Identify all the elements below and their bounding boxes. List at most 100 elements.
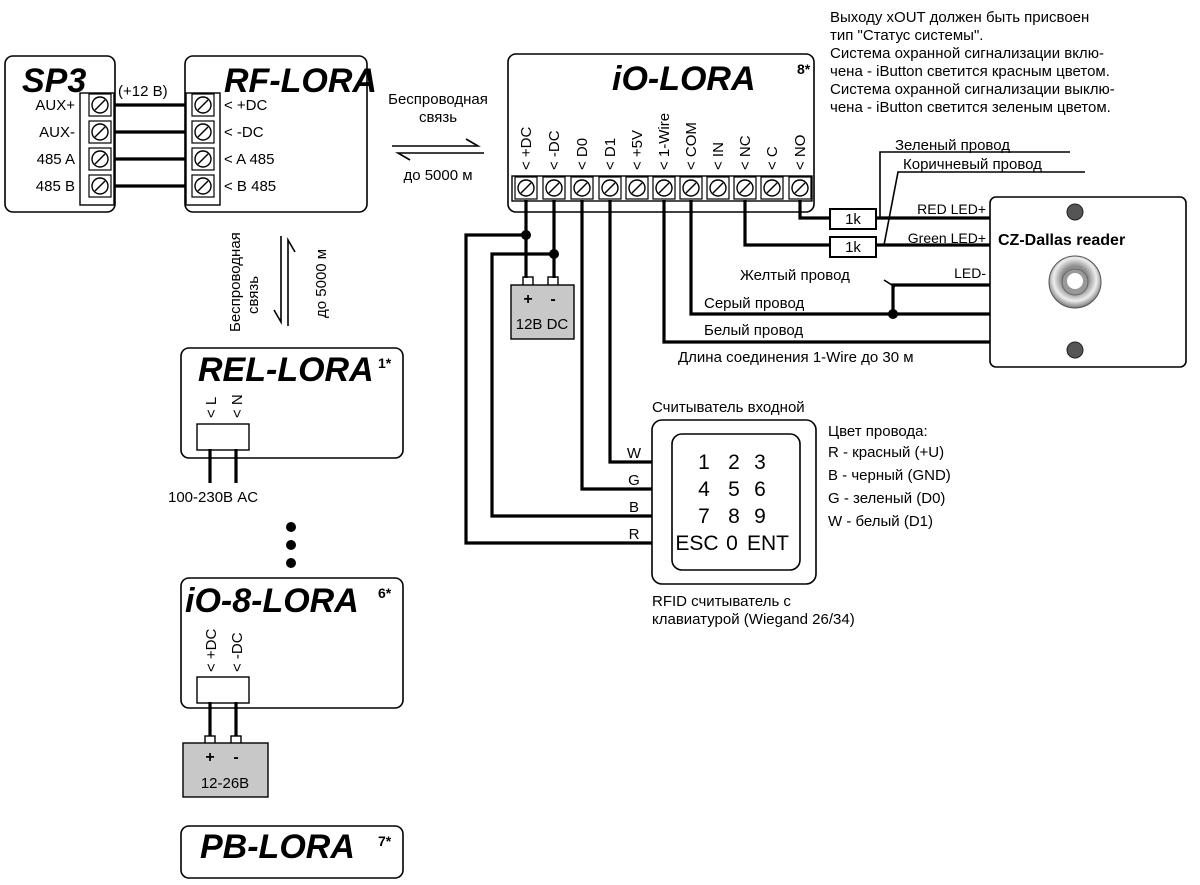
wireless-label: Беспроводная	[227, 232, 244, 332]
screw-terminal-icon	[788, 176, 812, 200]
svg-text:чена - iButton светится красны: чена - iButton светится красным цветом.	[830, 63, 1110, 80]
sp3-terminal-label: 485 B	[36, 178, 75, 195]
keypad-key: 1	[698, 451, 710, 474]
brown-wire-label: Коричневый провод	[903, 156, 1042, 173]
resistor-green: 1k	[829, 236, 877, 258]
io-lora-title: iO-LORA	[612, 60, 756, 98]
range-label: до 5000 м	[313, 249, 330, 318]
svg-text:тип "Статус системы".: тип "Статус системы".	[830, 27, 983, 44]
io-lora-terminal-label: < +DC	[518, 126, 535, 170]
keypad-key: 3	[754, 451, 766, 474]
dallas-pin-label: Green LED+	[908, 230, 986, 246]
screw-terminal-icon	[191, 120, 215, 144]
screw-terminal-icon	[191, 147, 215, 171]
keypad-key: 2	[728, 451, 740, 474]
screw-terminal-icon	[88, 120, 112, 144]
wireless-arrows-horizontal-icon	[392, 138, 484, 161]
rf-lora-terminal-label: < -DC	[224, 124, 264, 141]
wire-color-item: R - красный (+U)	[828, 444, 944, 461]
rel-lora-title: REL-LORA	[198, 351, 374, 389]
svg-text:Система охранной сигнализации: Система охранной сигнализации выклю-	[830, 81, 1115, 98]
wireless-arrows-vertical-icon	[273, 236, 296, 326]
keypad-key: 7	[698, 505, 710, 528]
keypad-key: ESC	[675, 532, 718, 555]
dallas-reader: CZ-Dallas reader RED LED+ Green LED+ LED…	[908, 196, 1187, 368]
io-lora-note: 8*	[797, 61, 811, 77]
keypad-key: ENT	[747, 532, 789, 555]
keypad-key: 8	[728, 505, 740, 528]
keypad-key: 0	[726, 532, 738, 555]
screw-terminal-icon	[514, 176, 538, 200]
sp3-terminal-label: AUX+	[35, 97, 75, 114]
wireless-label: Беспроводная	[388, 91, 488, 108]
rf-lora-terminal-label: < +DC	[224, 97, 268, 114]
dallas-title: CZ-Dallas reader	[998, 232, 1125, 249]
screw-terminal-icon	[706, 176, 730, 200]
io-lora-terminal-label: < IN	[710, 142, 727, 170]
psu-label: 12В DC	[516, 316, 569, 333]
screw-terminal-icon	[652, 176, 676, 200]
psu-plus: +	[523, 291, 532, 308]
keypad-key: 5	[728, 478, 740, 501]
io-lora-terminal-label: < D0	[574, 138, 591, 170]
screw-terminal-icon	[191, 93, 215, 117]
io-lora-terminal-label: < C	[764, 146, 781, 170]
keypad-reader: W G B R	[627, 419, 817, 585]
keypad-key: 9	[754, 505, 766, 528]
keypad-wire-label: G	[628, 472, 640, 489]
screw-terminal-icon	[191, 174, 215, 198]
wireless-label: связь	[419, 109, 457, 126]
keypad-wire-label: B	[629, 499, 639, 516]
keypad-key: 6	[754, 478, 766, 501]
gray-wire-label: Серый провод	[704, 295, 804, 312]
keypad-wire-label: R	[629, 526, 640, 543]
system-status-note: Выходу xOUT должен быть присвоен тип "Ст…	[830, 9, 1115, 116]
yellow-wire-label: Желтый провод	[740, 267, 850, 284]
sp3-title: SP3	[22, 62, 86, 100]
pb-lora-title: PB-LORA	[200, 828, 355, 866]
rel-lora-module: REL-LORA 1* < L < N	[180, 347, 404, 459]
dallas-pin-label: LED-	[954, 265, 986, 281]
svg-text:1k: 1k	[845, 239, 861, 256]
dallas-pin-label: RED LED+	[917, 201, 986, 217]
keypad-wire-label: W	[627, 445, 642, 462]
onewire-length-label: Длина соединения 1-Wire до 30 м	[678, 349, 914, 366]
wireless-label: связь	[245, 276, 262, 314]
rel-lora-note: 1*	[378, 355, 392, 371]
io8-lora-terminal-label: < -DC	[229, 632, 246, 672]
more-devices-ellipsis	[286, 522, 296, 568]
io8-lora-module: iO-8-LORA 6* < +DC < -DC	[180, 577, 404, 709]
keypad-caption-top: Считыватель входной	[652, 399, 805, 416]
screw-terminal-icon	[88, 174, 112, 198]
wire-callouts	[879, 151, 1085, 288]
resistor-red: 1k	[829, 208, 877, 230]
psu-minus: -	[233, 749, 238, 766]
keypad-caption-bottom: клавиатурой (Wiegand 26/34)	[652, 611, 855, 628]
range-label: до 5000 м	[403, 167, 472, 184]
svg-text:чена - iButton светится зелены: чена - iButton светится зеленым цветом.	[830, 99, 1111, 116]
wire-color-item: B - черный (GND)	[828, 467, 951, 484]
screw-terminal-icon	[88, 93, 112, 117]
screw-terminal-icon	[679, 176, 703, 200]
sp3-terminal-label: 485 A	[37, 151, 75, 168]
io-lora-terminal-label: < D1	[602, 138, 619, 170]
io-lora-terminal-label: < +5V	[629, 130, 646, 170]
rel-lora-supply: 100-230В AC	[168, 489, 258, 506]
pb-lora-note: 7*	[378, 833, 392, 849]
io8-lora-title: iO-8-LORA	[185, 582, 359, 620]
psu-12v: + - 12В DC	[510, 276, 575, 340]
rel-lora-terminal-label: < L	[203, 397, 220, 418]
screw-terminal-icon	[542, 176, 566, 200]
wire-color-item: G - зеленый (D0)	[828, 490, 945, 507]
rf-lora-terminal-label: < B 485	[224, 178, 276, 195]
screw-terminal-icon	[88, 147, 112, 171]
voltage-label: (+12 В)	[118, 83, 168, 100]
screw-terminal-icon	[598, 176, 622, 200]
io8-lora-terminal-label: < +DC	[203, 628, 220, 672]
screw-terminal-icon	[625, 176, 649, 200]
keypad-key: 4	[698, 478, 710, 501]
io-lora-terminal-label: < COM	[683, 122, 700, 170]
svg-text:1k: 1k	[845, 211, 861, 228]
screw-terminal-icon	[733, 176, 757, 200]
